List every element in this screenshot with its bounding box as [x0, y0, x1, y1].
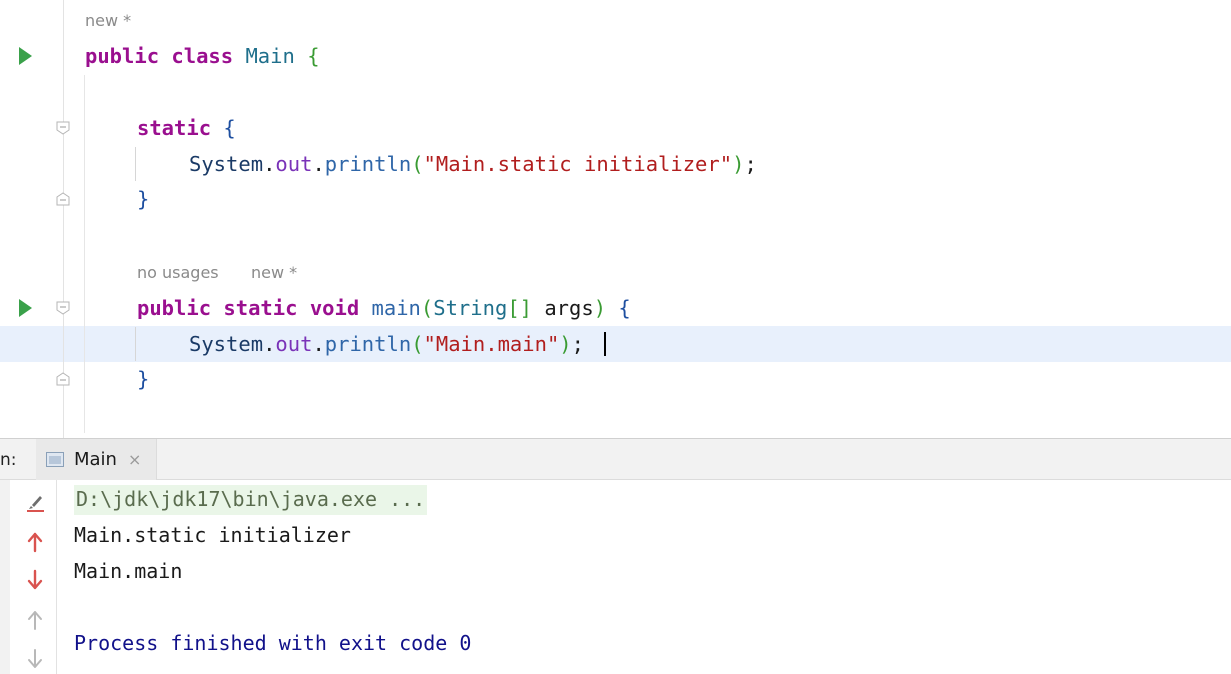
- code-editor[interactable]: new * no usages new * public class Main …: [0, 0, 1231, 438]
- paren: (: [411, 332, 424, 356]
- dot: .: [312, 152, 325, 176]
- run-label: n:: [0, 450, 17, 470]
- field: out: [275, 152, 313, 176]
- type: String: [433, 296, 508, 320]
- class-indent-guide: [84, 75, 85, 433]
- keyword: static: [137, 116, 212, 140]
- console-toolbar: [0, 480, 57, 674]
- method-name: main: [371, 296, 421, 320]
- console-exit-message: Process finished with exit code 0: [74, 631, 472, 655]
- scroll-down-icon[interactable]: [24, 648, 46, 670]
- run-main-icon[interactable]: [19, 299, 32, 317]
- run-tab-icon: [46, 452, 64, 467]
- code-line: public class Main {: [85, 44, 320, 68]
- dot: .: [263, 332, 276, 356]
- close-icon[interactable]: ×: [128, 450, 142, 469]
- class-name: Main: [245, 44, 295, 68]
- code-line: static {: [137, 116, 236, 140]
- keyword: static: [223, 296, 298, 320]
- brace: {: [618, 296, 631, 320]
- semicolon: ;: [744, 152, 757, 176]
- string-literal: "Main.static initializer": [423, 152, 733, 176]
- console-command-line[interactable]: D:\jdk\jdk17\bin\java.exe ...: [74, 485, 428, 515]
- field: out: [275, 332, 313, 356]
- clear-console-icon[interactable]: [24, 490, 46, 512]
- paren: ): [732, 152, 745, 176]
- identifier: System: [189, 332, 264, 356]
- brace: {: [223, 116, 236, 140]
- code-line: }: [137, 187, 150, 211]
- paren: ): [559, 332, 572, 356]
- run-tool-window-header: n: Main ×: [0, 438, 1231, 480]
- rerun-down-icon[interactable]: [24, 569, 46, 591]
- code-line: }: [137, 367, 150, 391]
- text-caret: [604, 332, 606, 356]
- keyword: class: [171, 44, 234, 68]
- console-output-line: Main.main: [74, 559, 183, 583]
- brackets: []: [507, 296, 532, 320]
- scroll-up-icon[interactable]: [24, 609, 46, 631]
- usages-hint[interactable]: no usages: [137, 263, 219, 282]
- brace: {: [307, 44, 320, 68]
- gutter-separator: [63, 0, 64, 438]
- code-line: System.out.println("Main.static initiali…: [189, 152, 757, 176]
- rerun-up-icon[interactable]: [24, 531, 46, 553]
- tab-label: Main: [74, 449, 117, 470]
- indent-guide: [135, 147, 136, 181]
- fold-icon[interactable]: [56, 192, 70, 206]
- dot: .: [263, 152, 276, 176]
- fold-icon[interactable]: [56, 372, 70, 386]
- parameter: args: [544, 296, 594, 320]
- author-hint[interactable]: new *: [251, 263, 298, 282]
- method-call: println: [324, 152, 412, 176]
- method-call: println: [324, 332, 412, 356]
- fold-icon[interactable]: [56, 301, 70, 315]
- code-line: public static void main(String[] args) {: [137, 296, 631, 320]
- fold-icon[interactable]: [56, 121, 70, 135]
- semicolon: ;: [571, 332, 584, 356]
- console-output-line: Main.static initializer: [74, 523, 351, 547]
- dot: .: [312, 332, 325, 356]
- paren: ): [593, 296, 607, 320]
- paren: (: [420, 296, 434, 320]
- run-class-icon[interactable]: [19, 47, 32, 65]
- keyword: void: [309, 296, 360, 320]
- string-literal: "Main.main": [423, 332, 560, 356]
- code-line: System.out.println("Main.main");: [189, 332, 584, 356]
- indent-guide: [135, 327, 136, 361]
- side-strip: [0, 480, 10, 674]
- current-line-highlight: [0, 326, 1231, 362]
- keyword: public: [137, 296, 212, 320]
- paren: (: [411, 152, 424, 176]
- identifier: System: [189, 152, 264, 176]
- author-hint[interactable]: new *: [85, 11, 132, 30]
- run-console[interactable]: D:\jdk\jdk17\bin\java.exe ... Main.stati…: [0, 480, 1231, 674]
- tab-main[interactable]: Main ×: [36, 439, 157, 480]
- keyword: public: [85, 44, 160, 68]
